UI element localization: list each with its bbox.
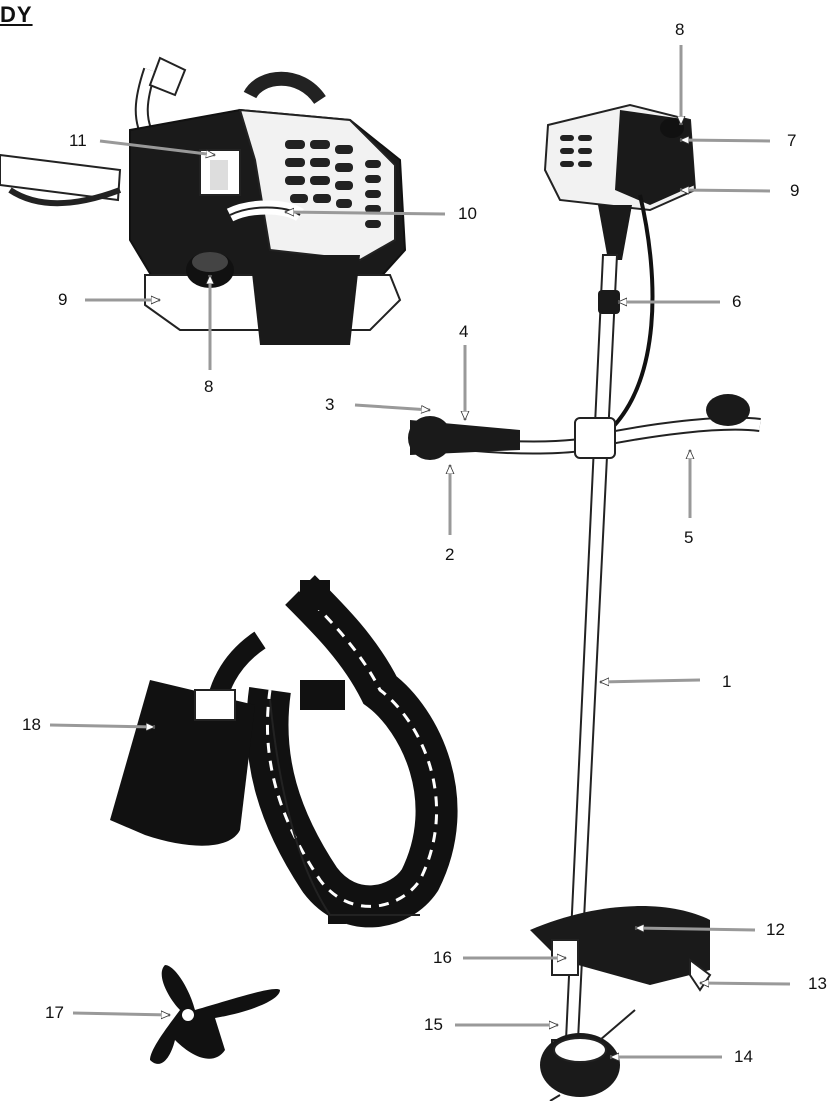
callout-11: 11 [69, 131, 87, 150]
callout-17: 17 [45, 1003, 64, 1022]
callout-13: 13 [808, 974, 827, 993]
callout-9-trimmer: 9 [790, 181, 799, 200]
callout-8-engine: 8 [204, 377, 213, 396]
trimmer-illustration [408, 103, 761, 1102]
callout-10: 10 [458, 204, 477, 223]
blade-illustration [150, 965, 280, 1064]
callout-9-engine: 9 [58, 290, 67, 309]
section-heading: DY [0, 2, 33, 27]
callout-16: 16 [433, 948, 452, 967]
callout-6: 6 [732, 292, 741, 311]
callout-15: 15 [424, 1015, 443, 1034]
callout-1: 1 [722, 672, 731, 691]
callout-14: 14 [734, 1047, 753, 1066]
harness-illustration [110, 575, 458, 928]
callout-labels: 1 2 3 4 5 6 7 8 8 9 9 10 11 12 13 14 15 … [22, 20, 827, 1066]
callout-2: 2 [445, 545, 454, 564]
callout-8-trimmer: 8 [675, 20, 684, 39]
callout-18: 18 [22, 715, 41, 734]
callout-4: 4 [459, 322, 468, 341]
callout-5: 5 [684, 528, 693, 547]
callout-3: 3 [325, 395, 334, 414]
callout-7: 7 [787, 131, 796, 150]
callout-lines [49, 45, 791, 1057]
engine-closeup-illustration [0, 56, 407, 345]
callout-12: 12 [766, 920, 785, 939]
